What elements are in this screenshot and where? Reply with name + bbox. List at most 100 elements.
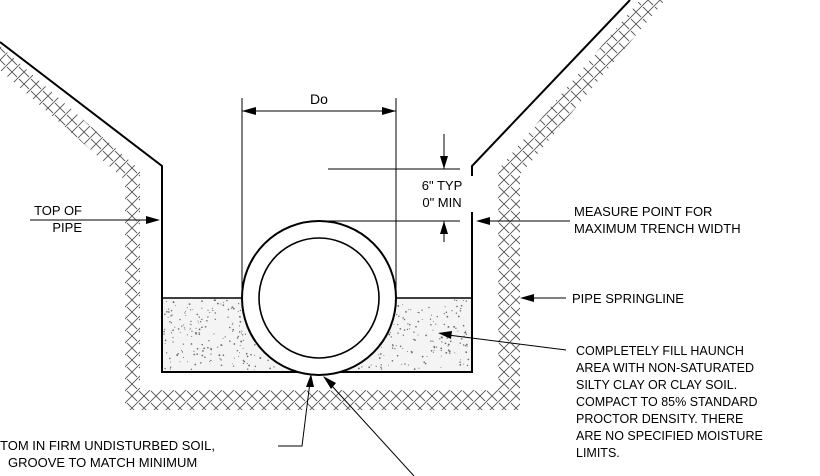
stipple-dot — [464, 344, 467, 347]
stipple-dot — [172, 337, 174, 339]
stipple-dot — [242, 347, 244, 349]
stipple-dot — [232, 365, 235, 367]
stipple-dot — [440, 355, 442, 357]
stipple-dot — [233, 343, 236, 345]
stipple-dot — [240, 340, 243, 343]
stipple-dot — [370, 364, 372, 366]
stipple-dot — [413, 368, 416, 370]
stipple-dot — [449, 340, 452, 343]
pipe-bottom-arrow — [323, 376, 336, 389]
stipple-dot — [397, 324, 399, 326]
stipple-dot — [368, 366, 371, 369]
stipple-dot — [201, 343, 203, 346]
stipple-dot — [444, 306, 446, 308]
stipple-dot — [465, 333, 468, 336]
top-of-pipe-line2: PIPE — [52, 220, 82, 235]
stipple-dot — [190, 368, 193, 370]
stipple-dot — [238, 325, 240, 327]
stipple-dot — [211, 307, 213, 309]
stipple-dot — [177, 353, 179, 355]
stipple-dot — [433, 346, 436, 349]
stipple-dot — [219, 358, 221, 360]
stipple-dot — [402, 347, 404, 350]
stipple-dot — [407, 351, 408, 352]
stipple-dot — [197, 320, 199, 322]
measure-point-arrow — [476, 217, 490, 225]
stipple-dot — [398, 315, 400, 317]
stipple-dot — [179, 318, 181, 321]
stipple-dot — [208, 339, 210, 342]
stipple-dot — [167, 308, 170, 310]
stipple-dot — [207, 346, 209, 349]
stipple-dot — [399, 327, 402, 330]
stipple-dot — [466, 364, 469, 367]
stipple-dot — [169, 357, 171, 360]
stipple-dot — [164, 342, 166, 344]
stipple-dot — [229, 326, 231, 329]
stipple-dot — [448, 350, 451, 353]
stipple-dot — [172, 329, 174, 332]
stipple-dot — [184, 328, 186, 330]
stipple-dot — [232, 307, 235, 310]
haunch-note-line: PROCTOR DENSITY. THERE — [576, 412, 743, 426]
stipple-dot — [206, 320, 208, 322]
stipple-dot — [460, 338, 463, 340]
stipple-dot — [237, 311, 239, 313]
stipple-dot — [463, 299, 465, 301]
stipple-dot — [383, 355, 385, 356]
stipple-dot — [179, 361, 181, 363]
stipple-dot — [214, 312, 216, 314]
stipple-dot — [409, 328, 411, 330]
stipple-dot — [245, 352, 248, 355]
stipple-dot — [191, 335, 193, 337]
stipple-dot — [166, 310, 168, 313]
stipple-dot — [432, 340, 434, 342]
pipe-inner-wall — [258, 237, 380, 359]
stipple-dot — [421, 319, 423, 320]
top-of-pipe-arrow — [146, 216, 160, 224]
stipple-dot — [212, 309, 214, 312]
stipple-dot — [170, 332, 173, 334]
stipple-dot — [254, 365, 257, 368]
stipple-dot — [462, 324, 465, 327]
stipple-dot — [201, 307, 203, 309]
stipple-dot — [204, 325, 207, 328]
stipple-dot — [403, 318, 406, 321]
stipple-dot — [399, 345, 402, 348]
stipple-dot — [454, 352, 456, 354]
stipple-dot — [444, 342, 447, 345]
stipple-dot — [246, 355, 249, 358]
stipple-dot — [189, 309, 192, 311]
haunch-note-line: COMPACT TO 85% STANDARD — [576, 395, 758, 409]
stipple-dot — [181, 325, 183, 327]
bottom-note-line1: TOM IN FIRM UNDISTURBED SOIL, — [0, 438, 215, 453]
stipple-dot — [236, 349, 239, 352]
stipple-dot — [394, 348, 396, 350]
clearance-label-line1: 6" TYP — [422, 178, 463, 193]
stipple-dot — [457, 315, 460, 318]
stipple-dot — [466, 343, 468, 346]
stipple-dot — [195, 331, 197, 334]
stipple-dot — [165, 352, 168, 354]
stipple-dot — [425, 334, 427, 337]
stipple-dot — [395, 345, 397, 347]
stipple-dot — [426, 356, 428, 357]
stipple-dot — [439, 338, 441, 340]
stipple-dot — [404, 363, 406, 365]
stipple-dot — [391, 360, 394, 362]
stipple-dot — [433, 350, 435, 351]
measure-point-line2: MAXIMUM TRENCH WIDTH — [574, 221, 741, 236]
stipple-dot — [409, 323, 411, 326]
stipple-dot — [405, 311, 407, 313]
stipple-dot — [408, 308, 410, 310]
stipple-dot — [430, 314, 432, 316]
stipple-dot — [418, 312, 420, 314]
stipple-dot — [443, 323, 446, 326]
stipple-dot — [402, 334, 405, 336]
stipple-dot — [189, 328, 191, 330]
stipple-dot — [182, 343, 184, 345]
stipple-dot — [241, 334, 244, 336]
stipple-dot — [415, 325, 417, 328]
stipple-dot — [253, 369, 255, 371]
stipple-dot — [412, 338, 414, 340]
